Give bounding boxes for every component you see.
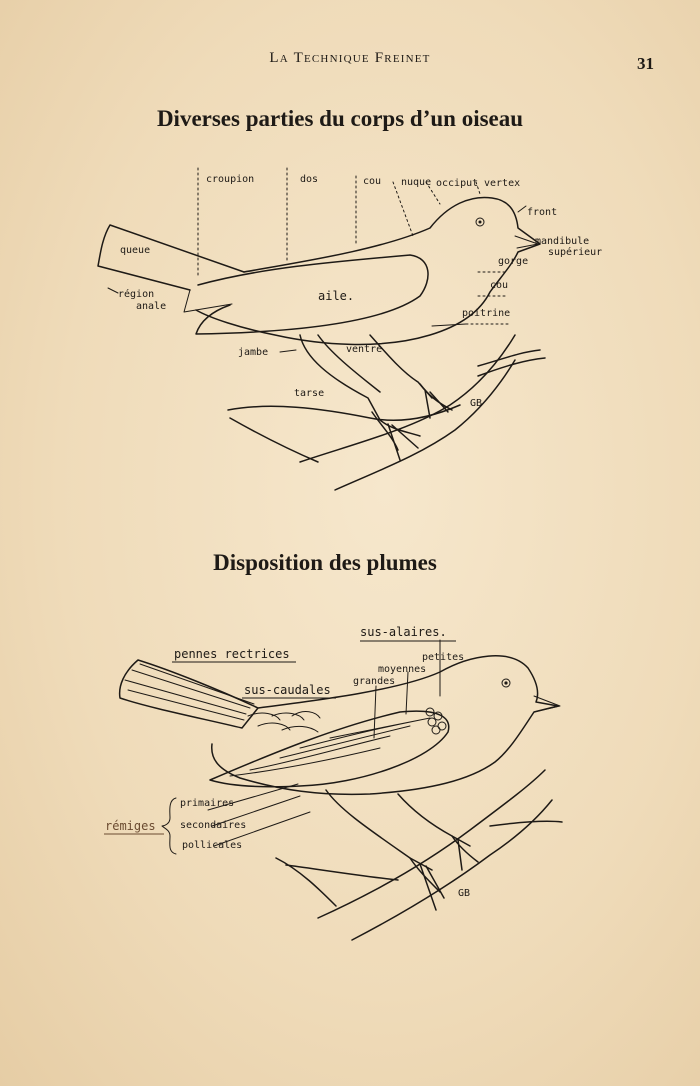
bird-tail (97, 224, 245, 291)
bird-body-parts-illustration: croupion dos cou nuque occiput vertex fr… (97, 167, 602, 491)
label-occiput: occiput (436, 178, 478, 189)
branch (275, 857, 337, 907)
label-pennes-rectrices: pennes rectrices (174, 647, 290, 661)
label-croupion: croupion (206, 174, 254, 185)
label-anale: anale (136, 301, 166, 312)
label-jambe: jambe (238, 347, 268, 358)
bird-body (195, 196, 541, 346)
label-mandibule: mandibule (535, 236, 589, 247)
label-region: région (118, 288, 154, 300)
branch (489, 820, 563, 827)
label-superieur: supérieur (548, 246, 602, 258)
bird-leg (299, 334, 381, 421)
branch (229, 417, 319, 463)
branch (227, 404, 461, 422)
bird-wing (209, 710, 450, 788)
label-pollicales: pollicales (182, 840, 242, 851)
branch (477, 357, 546, 377)
label-secondaires: secondaires (180, 820, 246, 831)
signature: GB (458, 888, 470, 899)
label-grandes: grandes (353, 676, 395, 687)
bird-foot (371, 411, 421, 461)
bird-foot (419, 383, 453, 419)
label-cou-top: cou (363, 176, 381, 187)
bird-feather-illustration: sus-alaires. pennes rectrices petites mo… (104, 625, 563, 941)
bird-wing (195, 254, 429, 335)
bird-foot (409, 857, 445, 911)
bird-tail (118, 659, 259, 729)
signature: GB (470, 398, 482, 409)
label-dos: dos (300, 174, 318, 185)
branch (477, 349, 541, 367)
bird-eye (475, 217, 485, 227)
label-vertex: vertex (484, 178, 520, 189)
label-poitrine: poitrine (462, 308, 510, 319)
remiges-brace (161, 797, 177, 855)
bird-leg (369, 334, 433, 399)
branch (351, 799, 553, 941)
title-feather-layout: Disposition des plumes (213, 550, 437, 575)
label-primaires: primaires (180, 798, 234, 809)
label-gorge: gorge (498, 256, 528, 267)
bird-eye (501, 678, 511, 688)
label-tarse: tarse (294, 388, 324, 399)
label-sus-caudales: sus-caudales (244, 683, 331, 697)
label-aile: aile. (318, 289, 354, 303)
branch (299, 334, 516, 463)
label-ventre: ventre (346, 344, 382, 355)
label-moyennes: moyennes (378, 664, 426, 675)
label-sus-alaires: sus-alaires. (360, 625, 447, 639)
label-front: front (527, 207, 557, 218)
label-cou-side: cou (490, 280, 508, 291)
bird-foot (451, 835, 479, 871)
branch (285, 864, 399, 881)
label-petites: petites (422, 652, 464, 663)
title-body-parts: Diverses parties du corps d’un oiseau (156, 106, 524, 131)
sus-caudales-feathers (247, 711, 321, 733)
label-nuque: nuque (401, 177, 431, 188)
label-remiges: rémiges (105, 819, 156, 833)
branch (317, 769, 546, 919)
page-number: 31 (637, 54, 654, 73)
branch (334, 359, 516, 491)
label-queue: queue (120, 245, 150, 256)
running-head: La Technique Freinet (269, 50, 431, 66)
bird-leg (325, 789, 433, 871)
